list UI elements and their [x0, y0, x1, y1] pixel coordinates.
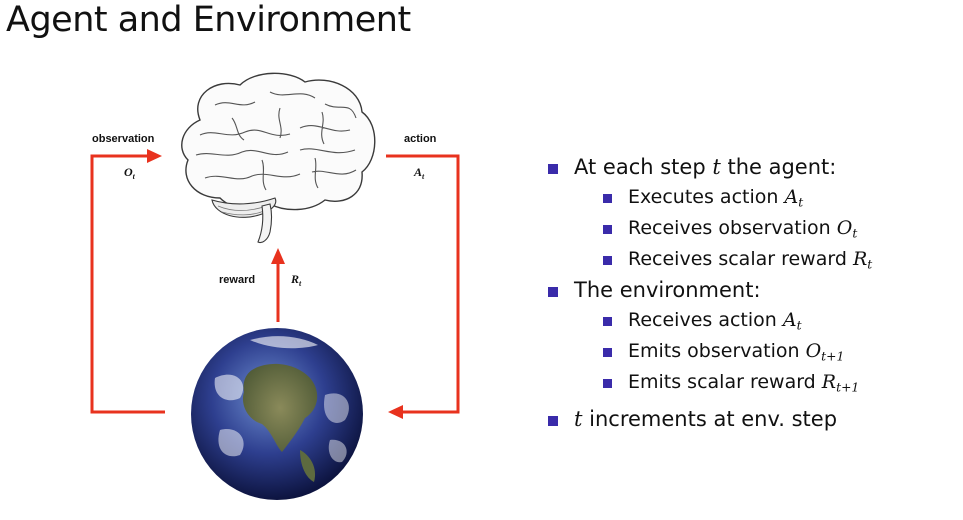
bullet-text: Receives action — [628, 309, 783, 331]
sub-bullet: Receives action At — [548, 305, 958, 336]
reward-label: reward — [219, 274, 255, 286]
bullet-environment: The environment: — [548, 275, 958, 305]
bullet-text: At each step — [574, 155, 712, 179]
reward-arrow — [271, 248, 285, 322]
bullet-text: Receives observation — [628, 217, 837, 239]
bullet-text: Emits scalar reward — [628, 371, 822, 393]
bullet-text: Executes action — [628, 186, 784, 208]
bullet-list: At each step t the agent: Executes actio… — [548, 152, 958, 434]
bullet-text: increments at env. step — [582, 407, 837, 431]
observation-arrow — [92, 149, 165, 412]
bullet-text: the agent: — [721, 155, 837, 179]
earth-icon — [191, 328, 363, 500]
sub-bullet: Emits scalar reward Rt+1 — [548, 367, 958, 398]
bullet-increment: t increments at env. step — [548, 404, 958, 434]
sub-bullet: Executes action At — [548, 182, 958, 213]
action-label: action — [404, 133, 437, 145]
math-symbol: Rt — [853, 248, 872, 270]
observation-symbol: Ot — [124, 165, 136, 181]
sub-bullet: Receives observation Ot — [548, 213, 958, 244]
math-symbol: Rt+1 — [822, 371, 859, 393]
bullet-variable: t — [712, 155, 720, 179]
bullet-text: Emits observation — [628, 340, 806, 362]
math-symbol: Ot+1 — [806, 340, 845, 362]
bullet-text: The environment: — [574, 278, 761, 302]
math-symbol: At — [783, 309, 802, 331]
brain-icon — [182, 73, 375, 242]
math-symbol: Ot — [837, 217, 858, 239]
action-symbol: At — [413, 165, 425, 181]
action-arrow — [386, 156, 458, 419]
observation-label: observation — [92, 133, 155, 145]
reward-symbol: Rt — [290, 272, 302, 288]
bullet-text: Receives scalar reward — [628, 248, 853, 270]
sub-bullet: Emits observation Ot+1 — [548, 336, 958, 367]
bullet-agent: At each step t the agent: — [548, 152, 958, 182]
sub-bullet: Receives scalar reward Rt — [548, 244, 958, 275]
math-symbol: At — [784, 186, 803, 208]
